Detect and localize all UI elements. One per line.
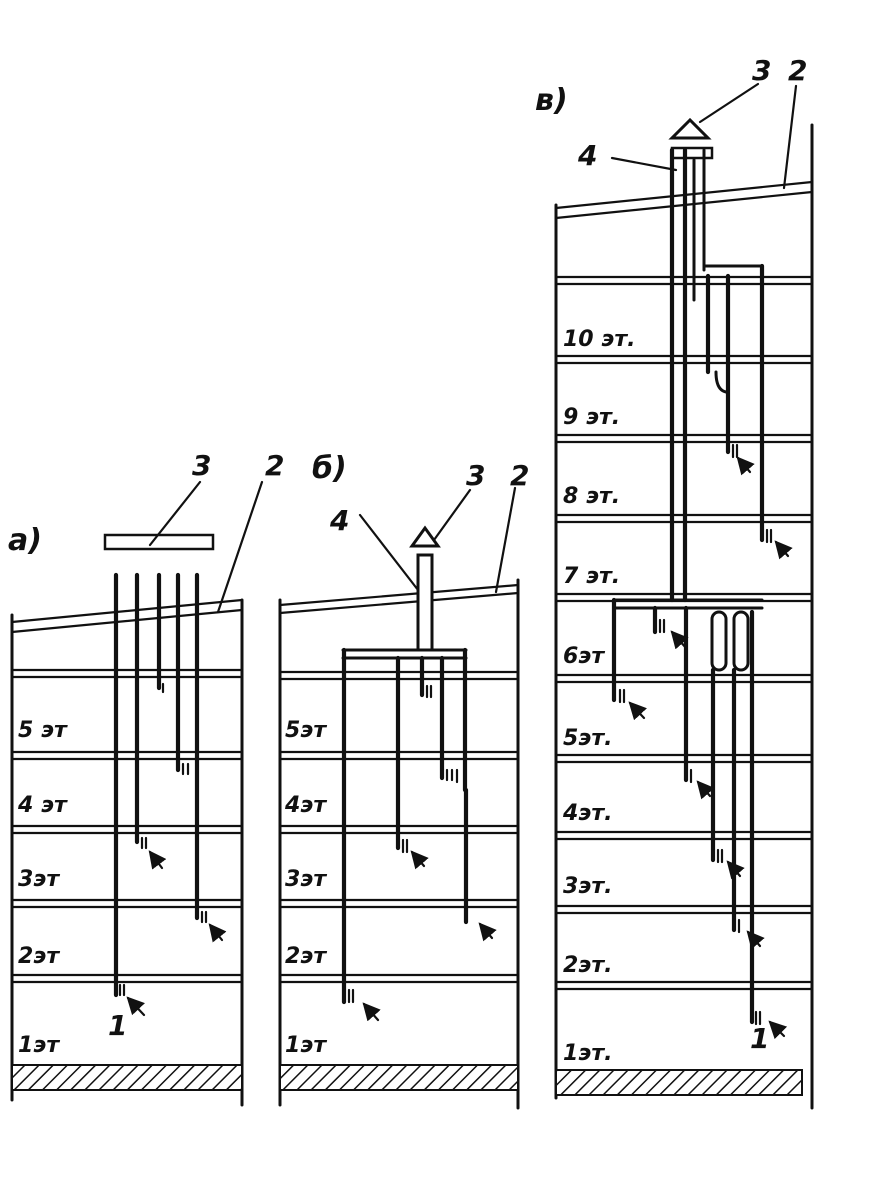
scheme-b-leader-2 xyxy=(494,486,517,594)
scheme-a-floor-slabs xyxy=(10,668,244,984)
svg-text:2эт.: 2эт. xyxy=(563,953,612,978)
scheme-a-leader-2 xyxy=(216,480,264,614)
svg-text:2эт: 2эт xyxy=(285,944,327,969)
svg-text:8 эт.: 8 эт. xyxy=(563,484,620,509)
scheme-c: в) xyxy=(535,54,814,1110)
scheme-b-callout-4: 4 xyxy=(329,504,349,537)
svg-text:5 эт: 5 эт xyxy=(18,718,68,743)
scheme-a-floor-labels: 5 эт 4 эт 3эт 2эт 1эт xyxy=(17,718,68,1058)
scheme-b-leader-4 xyxy=(358,513,420,592)
scheme-c-leader-4 xyxy=(610,156,678,172)
svg-text:7 эт.: 7 эт. xyxy=(563,564,620,589)
scheme-c-main-riser xyxy=(668,117,714,603)
scheme-b-roof-lower xyxy=(278,591,520,615)
scheme-c-floor-labels: 10 эт. 9 эт. 8 эт. 7 эт. 6эт 5эт. 4эт. 3… xyxy=(562,327,635,1066)
scheme-c-upper-collector xyxy=(702,263,773,544)
scheme-a: а) xyxy=(8,449,284,1107)
scheme-b-ground-hatch xyxy=(279,1064,519,1091)
scheme-b-inflow-arrows xyxy=(362,850,497,1022)
scheme-b-deflector xyxy=(409,525,441,548)
svg-text:9 эт.: 9 эт. xyxy=(563,405,620,430)
scheme-b-callout-3: 3 xyxy=(466,459,485,492)
scheme-a-inflow-arrows xyxy=(126,850,227,1017)
scheme-a-cap-plate xyxy=(103,533,215,551)
scheme-a-ground-hatch xyxy=(11,1064,243,1091)
scheme-b-floor-labels: 5эт 4эт 3эт 2эт 1эт xyxy=(284,718,327,1058)
svg-text:3эт: 3эт xyxy=(18,867,60,892)
scheme-c-ground-hatch xyxy=(555,1069,803,1096)
scheme-a-label: а) xyxy=(8,523,42,558)
scheme-a-callout-2: 2 xyxy=(265,449,284,482)
scheme-c-leader-2 xyxy=(782,84,798,190)
svg-text:2эт: 2эт xyxy=(18,944,60,969)
scheme-a-callout-3: 3 xyxy=(192,449,211,482)
scheme-b-leader-3 xyxy=(432,488,472,542)
scheme-a-callout-1: 1 xyxy=(108,1009,127,1042)
svg-text:10 эт.: 10 эт. xyxy=(563,327,635,352)
svg-text:3эт.: 3эт. xyxy=(563,874,612,899)
scheme-c-callout-1: 1 xyxy=(750,1022,769,1055)
scheme-a-leader-3 xyxy=(148,480,202,547)
scheme-c-inflow-arrows xyxy=(628,456,793,1040)
svg-text:1эт.: 1эт. xyxy=(563,1041,612,1066)
scheme-b-ducts xyxy=(347,655,469,1004)
scheme-c-callout-2: 2 xyxy=(788,54,807,87)
scheme-b: б) xyxy=(278,451,529,1110)
scheme-c-leader-3 xyxy=(698,82,760,124)
svg-text:6эт: 6эт xyxy=(563,644,605,669)
scheme-b-roof-upper xyxy=(278,583,520,607)
svg-text:1эт: 1эт xyxy=(285,1033,327,1058)
scheme-c-callout-4: 4 xyxy=(577,139,597,172)
scheme-c-label: в) xyxy=(535,83,568,118)
scheme-a-roof-lower xyxy=(10,608,244,634)
svg-text:5эт.: 5эт. xyxy=(563,726,612,751)
scheme-a-roof-upper xyxy=(10,598,244,624)
scheme-b-collector xyxy=(341,647,468,1005)
scheme-c-lower-collector xyxy=(611,597,764,1026)
svg-text:4эт.: 4эт. xyxy=(562,801,612,826)
scheme-c-callout-3: 3 xyxy=(752,54,771,87)
svg-text:3эт: 3эт xyxy=(285,867,327,892)
scheme-b-exhaust-shaft xyxy=(416,553,434,652)
scheme-b-label: б) xyxy=(312,451,347,486)
svg-text:5эт: 5эт xyxy=(285,718,327,743)
svg-text:1эт: 1эт xyxy=(18,1033,60,1058)
svg-text:4эт: 4эт xyxy=(284,793,327,818)
scheme-b-callout-2: 2 xyxy=(510,459,529,492)
svg-text:4 эт: 4 эт xyxy=(17,793,68,818)
scheme-a-ducts xyxy=(113,572,208,998)
